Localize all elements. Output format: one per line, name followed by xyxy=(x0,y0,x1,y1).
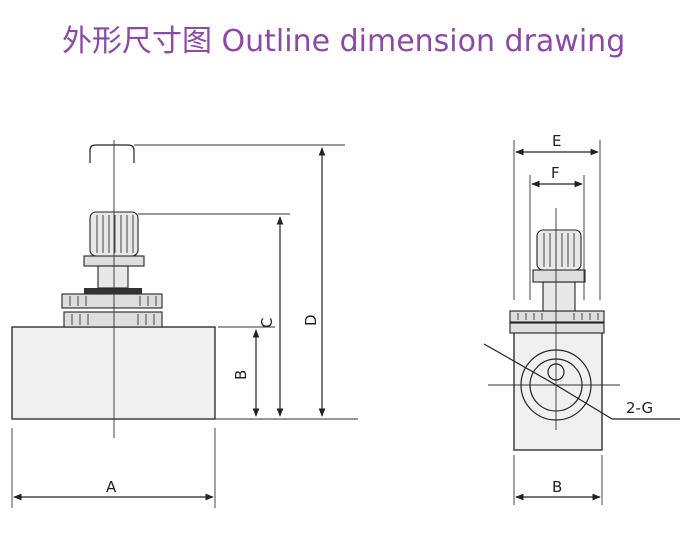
label-e: E xyxy=(552,132,561,150)
front-stem xyxy=(542,281,576,312)
front-nut-knurl-lines xyxy=(517,313,599,320)
side-nut-knurl-lines xyxy=(69,296,157,325)
side-lock-nut-lower xyxy=(63,311,163,328)
label-b-side: B xyxy=(232,370,250,380)
side-stem xyxy=(97,265,129,289)
side-knob-hood xyxy=(89,144,135,163)
label-f: F xyxy=(551,164,560,182)
label-b-front: B xyxy=(552,478,562,496)
label-a: A xyxy=(106,478,117,496)
side-knob-knurl-lines xyxy=(96,215,134,253)
front-view: E F B 2-G xyxy=(483,132,680,505)
leader-g-lower xyxy=(555,384,613,420)
leader-g-upper xyxy=(483,343,557,386)
label-g: 2-G xyxy=(626,399,653,417)
drawing-title: 外形尺寸图 Outline dimension drawing xyxy=(62,24,626,59)
side-washer xyxy=(84,288,142,294)
side-lock-nut-upper xyxy=(61,293,163,309)
side-body xyxy=(11,326,216,420)
front-knurled-knob xyxy=(536,229,582,271)
front-small-nut xyxy=(532,269,586,283)
front-lock-nut-lower xyxy=(509,322,605,334)
front-body xyxy=(513,330,603,451)
label-c: C xyxy=(258,318,276,328)
label-d: D xyxy=(302,314,320,326)
side-view: A B C D xyxy=(11,140,358,508)
